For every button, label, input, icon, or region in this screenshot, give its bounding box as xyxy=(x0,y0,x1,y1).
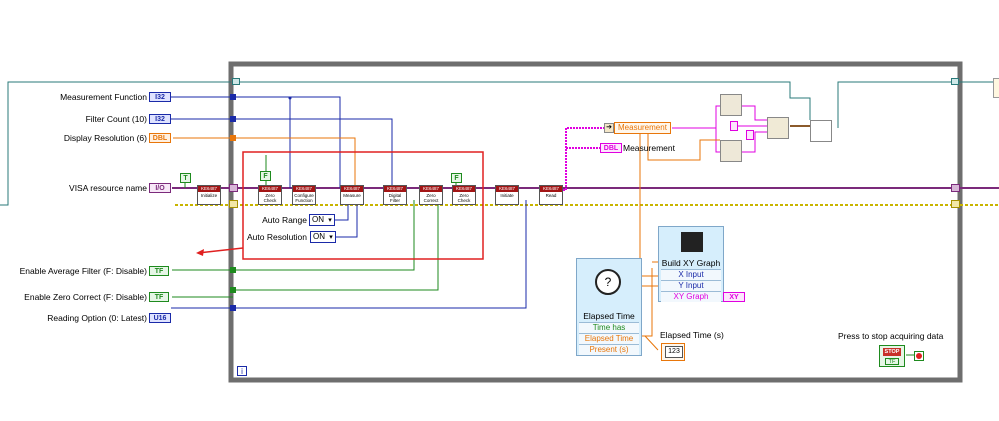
tunnel-err[interactable] xyxy=(229,200,238,208)
stop-condition-icon xyxy=(916,353,922,359)
wire-enable-zero-correct xyxy=(172,200,439,298)
tunnel-teal[interactable] xyxy=(232,78,240,85)
loop-iteration-terminal[interactable]: i xyxy=(237,366,247,376)
highlight-arrow xyxy=(197,247,244,254)
stopwatch-icon: ? xyxy=(595,269,621,295)
build-array-node[interactable] xyxy=(767,117,789,139)
false-constant-zero-check-2[interactable]: F xyxy=(451,173,462,183)
wire-outer-right xyxy=(236,81,811,120)
small-pink-terminal-2[interactable] xyxy=(746,130,754,140)
auto-resolution-label: Auto Resolution xyxy=(246,232,307,242)
xy-graph-icon xyxy=(681,232,703,252)
auto-range-value: ON xyxy=(312,215,324,224)
enable-average-filter-control[interactable]: TF xyxy=(149,266,169,276)
tunnel-dr[interactable] xyxy=(230,135,236,141)
true-constant[interactable]: T xyxy=(180,173,191,183)
measurement-indicator-label: Measurement xyxy=(623,143,675,153)
measurement-function-control[interactable]: I32 xyxy=(149,92,171,102)
read-subvi[interactable]: KE6487 Read xyxy=(539,185,563,205)
filter-count-label: Filter Count (10) xyxy=(85,114,147,124)
wire-measurement-dyn xyxy=(563,127,604,191)
stop-label: Press to stop acquiring data xyxy=(838,331,944,341)
format-node-2[interactable] xyxy=(720,140,742,162)
build-xy-y-input[interactable]: Y Input xyxy=(661,280,721,291)
shift-register-right-visa[interactable] xyxy=(951,184,960,192)
digital-filter-subvi[interactable]: KE6487 Digital Filter xyxy=(383,185,407,205)
build-xy-xy-graph[interactable]: XY Graph xyxy=(661,291,721,302)
partial-control-right[interactable] xyxy=(993,78,999,98)
configure-function-subvi[interactable]: KE6487 Configure Function xyxy=(292,185,316,205)
wire-reading-option xyxy=(171,200,527,309)
enable-average-filter-label: Enable Average Filter (F: Disable) xyxy=(19,266,147,276)
xy-graph-output-terminal[interactable]: XY xyxy=(723,292,745,302)
tunnel-fc[interactable] xyxy=(230,116,236,122)
visa-resource-control[interactable]: I/O xyxy=(149,183,171,193)
format-node-1[interactable] xyxy=(720,94,742,116)
elapsed-time-title: Elapsed Time xyxy=(583,311,635,321)
visa-resource-label: VISA resource name xyxy=(69,183,147,193)
filter-count-control[interactable]: I32 xyxy=(149,114,171,124)
measurement-indicator-terminal[interactable]: DBL xyxy=(600,143,622,153)
auto-range-label: Auto Range xyxy=(262,215,307,225)
build-xy-x-input[interactable]: X Input xyxy=(661,269,721,280)
measurement-unbundle-label[interactable]: Measurement xyxy=(614,122,671,134)
zero-check-subvi[interactable]: KE6487 Zero Check xyxy=(258,185,282,205)
tunnel-avg[interactable] xyxy=(230,267,236,273)
measure-subvi[interactable]: KE6487 Measure xyxy=(340,185,364,205)
elapsed-row-time-has-elapsed[interactable]: Time has Elapsed xyxy=(579,322,639,342)
loop-condition-terminal[interactable] xyxy=(914,351,924,361)
elapsed-row-present[interactable]: Present (s) xyxy=(579,344,639,355)
initiate-subvi[interactable]: KE6487 Initiate xyxy=(495,185,519,205)
enable-zero-correct-control[interactable]: TF xyxy=(149,292,169,302)
elapsed-time-indicator[interactable]: 123 xyxy=(661,343,685,361)
false-constant-zero-check[interactable]: F xyxy=(260,171,271,181)
build-xy-title: Build XY Graph xyxy=(661,258,721,268)
elapsed-time-express-vi[interactable]: ? Elapsed Time Time has Elapsed Elapsed … xyxy=(576,258,642,356)
tunnel-ro[interactable] xyxy=(230,305,236,311)
enable-zero-correct-label: Enable Zero Correct (F: Disable) xyxy=(24,292,147,302)
tunnel-zc[interactable] xyxy=(230,287,236,293)
tunnel-mf[interactable] xyxy=(230,94,236,100)
auto-resolution-enum[interactable]: ON xyxy=(310,231,336,243)
elapsed-time-indicator-label: Elapsed Time (s) xyxy=(660,330,724,340)
stop-button[interactable]: STOP TF xyxy=(879,345,905,367)
build-xy-graph-express-vi[interactable]: Build XY Graph X Input Y Input XY Graph xyxy=(658,226,724,302)
zero-correct-subvi[interactable]: KE6487 Zero Correct xyxy=(419,185,443,205)
tunnel-right-teal[interactable] xyxy=(951,78,959,85)
elapsed-time-value: 123 xyxy=(665,346,683,358)
auto-resolution-value: ON xyxy=(313,232,325,241)
while-loop-frame[interactable] xyxy=(228,61,963,383)
tunnel-visa[interactable] xyxy=(229,184,238,192)
elapsed-row-elapsed-time[interactable]: Elapsed Time (s) xyxy=(579,333,639,353)
initialize-subvi[interactable]: KE6487 Initialize xyxy=(197,185,221,205)
wire-measurement-function xyxy=(171,96,341,188)
display-resolution-label: Display Resolution (6) xyxy=(63,133,147,143)
highlight-box xyxy=(242,151,484,260)
stop-button-face: STOP xyxy=(883,348,901,356)
auto-range-enum[interactable]: ON xyxy=(309,214,335,226)
unbundle-node[interactable]: ➔ xyxy=(604,123,614,133)
reading-option-control[interactable]: U16 xyxy=(149,313,171,323)
reading-option-label: Reading Option (0: Latest) xyxy=(47,313,147,323)
small-pink-terminal[interactable] xyxy=(730,121,738,131)
display-resolution-control[interactable]: DBL xyxy=(149,133,171,143)
wire-outer-right-2 xyxy=(837,81,995,128)
wire-filter-count xyxy=(171,118,393,188)
zero-check-2-subvi[interactable]: KE6487 Zero Check xyxy=(452,185,476,205)
wire-outer-left xyxy=(0,81,231,206)
wire-enable-average-filter xyxy=(172,200,415,271)
shift-register-right-err[interactable] xyxy=(951,200,960,208)
measurement-function-label: Measurement Function xyxy=(60,92,147,102)
stop-button-tf: TF xyxy=(885,358,899,365)
graph-indicator-node[interactable] xyxy=(810,120,832,142)
